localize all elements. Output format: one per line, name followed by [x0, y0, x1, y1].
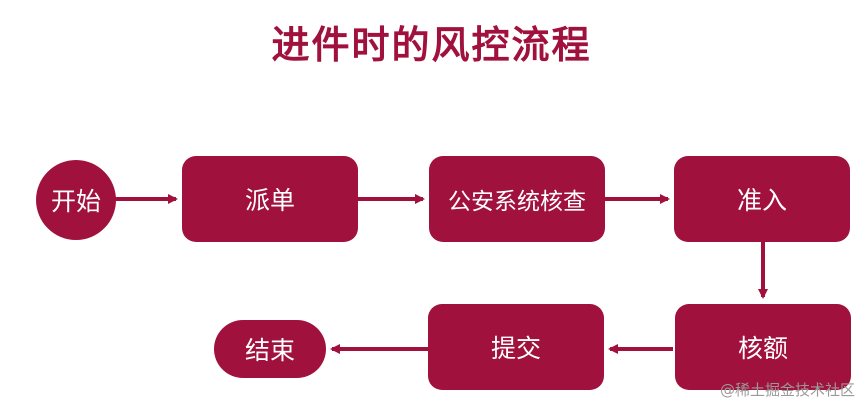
node-admit-label: 准入 [736, 186, 787, 215]
node-police-check-label: 公安系统核查 [448, 189, 586, 215]
node-start-label: 开始 [50, 187, 101, 216]
watermark: @稀土掘金技术社区 [719, 381, 855, 399]
node-dispatch-label: 派单 [244, 186, 295, 215]
node-end: 结束 [214, 320, 326, 378]
node-admit: 准入 [674, 156, 850, 242]
node-submit: 提交 [428, 304, 604, 390]
node-submit-label: 提交 [490, 334, 541, 363]
node-dispatch: 派单 [182, 156, 358, 242]
node-start: 开始 [36, 160, 116, 240]
diagram-title: 进件时的风控流程 [271, 23, 592, 67]
node-credit-limit-label: 核额 [737, 334, 788, 363]
node-police-check: 公安系统核查 [429, 156, 605, 242]
node-end-label: 结束 [244, 336, 295, 365]
node-credit-limit: 核额 [675, 304, 851, 390]
